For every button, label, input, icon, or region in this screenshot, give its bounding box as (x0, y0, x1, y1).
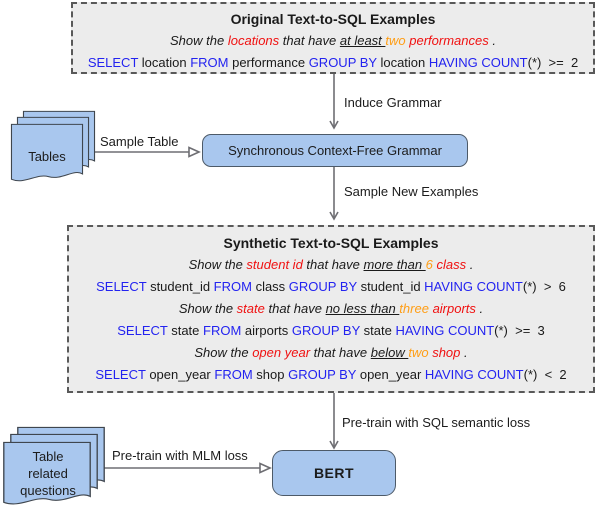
nl-sentence: Show the student id that have more than … (188, 257, 474, 272)
induce-grammar-label: Induce Grammar (344, 95, 442, 110)
nl-sentence: Show the locations that have at least tw… (170, 33, 496, 48)
sql-query: SELECT state FROM airports GROUP BY stat… (117, 323, 545, 338)
synthetic-examples-box: Synthetic Text-to-SQL Examples Show the … (67, 225, 595, 393)
synthetic-examples-title: Synthetic Text-to-SQL Examples (223, 235, 439, 251)
induce-grammar-arrow (329, 74, 339, 130)
nl-sentence: Show the open year that have below two s… (194, 345, 468, 360)
nl-sentence: Show the state that have no less than th… (178, 301, 484, 316)
sql-query: SELECT location FROM performance GROUP B… (87, 55, 579, 70)
mlm-loss-label: Pre-train with MLM loss (112, 448, 248, 463)
sample-new-examples-arrow (329, 167, 339, 221)
scfg-label: Synchronous Context-Free Grammar (228, 143, 442, 158)
questions-label: Table related questions (20, 448, 76, 498)
mlm-loss-arrow (104, 462, 272, 474)
original-examples-box: Original Text-to-SQL Examples Show the l… (71, 2, 595, 74)
sql-semantic-loss-label: Pre-train with SQL semantic loss (342, 415, 531, 430)
tables-label: Tables (28, 148, 66, 164)
sample-new-examples-label: Sample New Examples (344, 184, 479, 199)
sql-query: SELECT open_year FROM shop GROUP BY open… (95, 367, 567, 382)
sql-semantic-loss-arrow (329, 393, 339, 450)
bert-label: BERT (313, 465, 355, 481)
scfg-box: Synchronous Context-Free Grammar (202, 134, 468, 167)
original-examples-title: Original Text-to-SQL Examples (230, 11, 436, 27)
sql-query: SELECT student_id FROM class GROUP BY st… (96, 279, 566, 294)
bert-box: BERT (272, 450, 396, 496)
sample-table-label: Sample Table (100, 134, 179, 149)
